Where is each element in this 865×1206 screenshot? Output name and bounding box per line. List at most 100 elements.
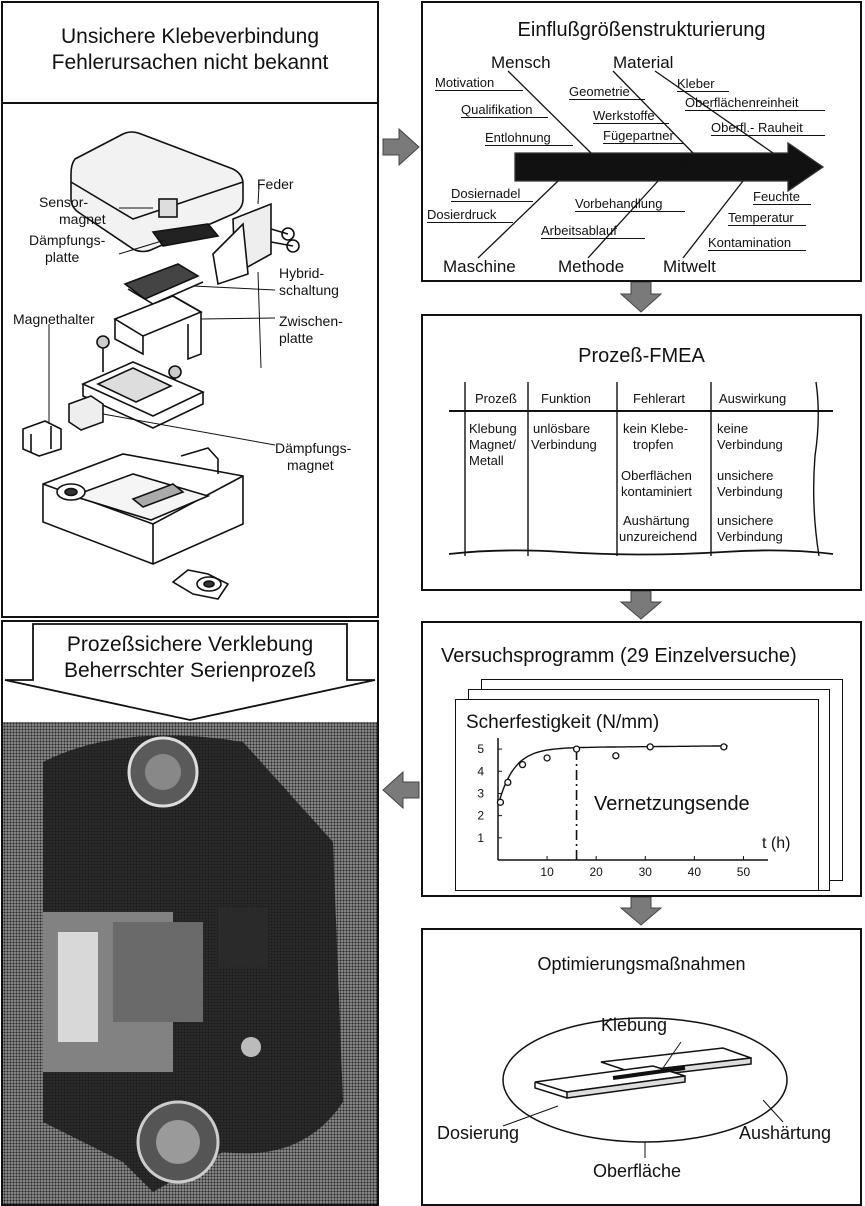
left-bottom-title-line2: Beherrschter Serienprozeß — [3, 660, 377, 681]
methode-item-vorbehandlung: Vorbehandlung — [575, 197, 685, 212]
fmea-effect-3-line1: unsichere — [717, 514, 773, 527]
label-sensormagnet-2: magnet — [59, 212, 106, 226]
left-top-title-line1: Unsichere Klebeverbindung — [3, 26, 377, 47]
maschine-item-dosierdruck: Dosierdruck — [427, 208, 513, 223]
chart-x-tick-label: 50 — [737, 865, 751, 879]
optimization-label-aushaertung: Aushärtung — [739, 1124, 831, 1142]
chart-data-point — [520, 762, 526, 768]
material-item-fuegepartner: Fügepartner — [603, 129, 683, 144]
fmea-error-1-line1: kein Klebe- — [623, 422, 688, 435]
sensor-exploded-drawing — [3, 104, 377, 616]
fishbone-panel: Einflußgrößenstrukturierung Klebeprozeß … — [421, 1, 862, 282]
fmea-effect-1-line1: keine — [717, 422, 748, 435]
fmea-effect-2-line1: unsichere — [717, 469, 773, 482]
chart-title: Scherfestigkeit (N/mm) — [466, 712, 659, 733]
left-top-panel: Unsichere Klebeverbindung Fehlerursachen… — [1, 1, 379, 618]
category-maschine: Maschine — [443, 258, 516, 275]
label-zwischenplatte-2: platte — [279, 331, 313, 345]
label-daempfungsplatte-2: platte — [45, 250, 79, 264]
material-item-rauheit: Oberfl.- Rauheit — [711, 121, 825, 136]
category-mitwelt: Mitwelt — [663, 258, 716, 275]
chart-data-point — [505, 779, 511, 785]
label-daempfungsplatte-1: Dämpfungs- — [29, 233, 105, 247]
chart-x-tick-label: 20 — [590, 865, 604, 879]
chart-x-tick-label: 30 — [639, 865, 653, 879]
chart-data-point — [613, 753, 619, 759]
material-item-oberflaechenreinheit: Oberflächenreinheit — [685, 96, 825, 111]
fmea-effect-3-line2: Verbindung — [717, 530, 783, 543]
material-item-geometrie: Geometrie — [569, 85, 645, 100]
sheet-front: Scherfestigkeit (N/mm) Vernetzungsende t… — [455, 699, 819, 891]
fmea-error-1-line2: tropfen — [633, 438, 673, 451]
chart-y-tick-label: 5 — [477, 742, 484, 756]
fmea-panel: Prozeß-FMEA Prozeß Funktion Fehlerart Au… — [421, 314, 862, 591]
fmea-error-2-line2: kontaminiert — [621, 485, 692, 498]
chart-y-tick-label: 1 — [477, 831, 484, 845]
methode-item-arbeitsablauf: Arbeitsablauf — [541, 224, 645, 239]
fmea-process-line1: Klebung — [469, 422, 517, 435]
chart-y-tick-label: 2 — [477, 809, 484, 823]
chart-data-point — [574, 746, 580, 752]
label-daempfungsmagnet-2: magnet — [287, 458, 334, 472]
fmea-effect-2-line2: Verbindung — [717, 485, 783, 498]
chart-x-tick-label: 40 — [688, 865, 702, 879]
fmea-process-line2: Magnet/ — [469, 438, 516, 451]
chart-xlabel: t (h) — [762, 835, 790, 852]
label-daempfungsmagnet-1: Dämpfungs- — [275, 441, 351, 455]
fishbone-spine-label: Klebeprozeß — [593, 159, 689, 176]
label-hybrid-1: Hybrid- — [279, 266, 324, 280]
finished-sensor-photo — [3, 722, 377, 1204]
category-material: Material — [613, 54, 673, 71]
test-program-title: Versuchsprogramm (29 Einzelversuche) — [441, 646, 797, 666]
chart-y-tick-label: 3 — [477, 786, 484, 800]
arrow-right-icon — [381, 127, 421, 167]
left-bottom-panel: Prozeßsichere Verklebung Beherrschter Se… — [1, 620, 379, 1206]
fmea-effect-1-line2: Verbindung — [717, 438, 783, 451]
material-item-kleber: Kleber — [677, 77, 729, 92]
test-program-panel: Versuchsprogramm (29 Einzelversuche) Sch… — [421, 621, 862, 897]
fmea-process-line3: Metall — [469, 454, 504, 467]
chart-annotation-label: Vernetzungsende — [594, 793, 750, 815]
mensch-item-entlohnung: Entlohnung — [485, 131, 573, 146]
shear-strength-chart: Scherfestigkeit (N/mm) Vernetzungsende t… — [456, 700, 818, 890]
left-bottom-title-line1: Prozeßsichere Verklebung — [3, 634, 377, 655]
optimization-panel: Optimierungsmaßnahmen Klebung Dosierung … — [421, 928, 862, 1206]
chart-data-point — [544, 755, 550, 761]
fmea-header-auswirkung: Auswirkung — [719, 392, 786, 405]
mitwelt-item-kontamination: Kontamination — [708, 236, 806, 251]
label-feder: Feder — [257, 177, 294, 191]
optimization-label-klebung: Klebung — [601, 1016, 667, 1034]
arrow-down-icon-2 — [619, 591, 663, 621]
fmea-error-2-line1: Oberflächen — [621, 469, 692, 482]
label-zwischenplatte-1: Zwischen- — [279, 314, 343, 328]
category-mensch: Mensch — [491, 54, 551, 71]
material-item-werkstoffe: Werkstoffe — [593, 109, 669, 124]
mensch-item-motivation: Motivation — [435, 76, 523, 91]
arrow-left-icon — [381, 770, 421, 810]
label-magnethalter: Magnethalter — [13, 312, 95, 326]
optimization-label-oberflaeche: Oberfläche — [593, 1162, 681, 1180]
maschine-item-dosiernadel: Dosiernadel — [451, 187, 533, 202]
mitwelt-item-feuchte: Feuchte — [753, 190, 811, 205]
chart-data-point — [647, 744, 653, 750]
left-top-title-line2: Fehlerursachen nicht bekannt — [3, 52, 377, 73]
fmea-header-fehlerart: Fehlerart — [633, 392, 685, 405]
fmea-header-funktion: Funktion — [541, 392, 591, 405]
fmea-function-line1: unlösbare — [533, 422, 590, 435]
fmea-error-3-line2: unzureichend — [619, 530, 697, 543]
mensch-item-qualifikation: Qualifikation — [461, 103, 548, 118]
fmea-header-prozess: Prozeß — [475, 392, 517, 405]
fmea-function-line2: Verbindung — [531, 438, 597, 451]
chart-data-point — [497, 799, 503, 805]
fmea-error-3-line1: Aushärtung — [623, 514, 690, 527]
mitwelt-item-temperatur: Temperatur — [728, 211, 806, 226]
chart-data-point — [721, 744, 727, 750]
label-sensormagnet-1: Sensor- — [39, 195, 88, 209]
chart-y-tick-label: 4 — [477, 764, 484, 778]
arrow-down-icon-1 — [619, 282, 663, 314]
optimization-label-dosierung: Dosierung — [437, 1124, 519, 1142]
chart-x-tick-label: 10 — [540, 865, 554, 879]
label-hybrid-2: schaltung — [279, 283, 339, 297]
category-methode: Methode — [558, 258, 624, 275]
arrow-down-icon-3 — [619, 897, 663, 927]
